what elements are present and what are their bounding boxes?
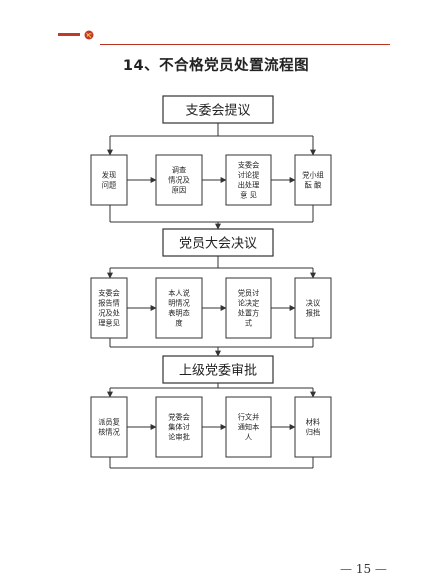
step-label-line: 式 xyxy=(245,319,252,328)
step-label-line: 支委会 xyxy=(238,161,260,170)
stage-header-label: 党员大会决议 xyxy=(179,237,257,252)
step-box xyxy=(294,396,332,458)
step-label-line: 论决定 xyxy=(238,299,260,308)
step-box xyxy=(155,396,203,458)
step-label-line: 人 xyxy=(245,433,252,442)
page-number: — 15 — xyxy=(340,562,387,576)
step-label-line: 党委会 xyxy=(168,413,190,422)
step-label-line: 论审批 xyxy=(168,433,190,442)
step-box xyxy=(90,396,128,458)
step-label-line: 情况及 xyxy=(168,176,190,185)
step-label-line: 核情况 xyxy=(98,428,120,437)
step-label-line: 况及处 xyxy=(98,309,120,318)
stage-header-box xyxy=(162,228,274,257)
step-label-line: 行文并 xyxy=(238,413,260,422)
step-label-line: 明情况 xyxy=(168,299,190,308)
step-box xyxy=(294,154,332,206)
step-label-line: 度 xyxy=(175,319,182,328)
step-label-line: 原因 xyxy=(172,186,186,195)
step-label-line: 酝 酿 xyxy=(305,181,322,190)
stage-header-box xyxy=(162,355,274,384)
step-label-line: 本人说 xyxy=(168,289,190,298)
step-label-line: 派员复 xyxy=(98,418,120,427)
step-box xyxy=(225,396,272,458)
step-label-line: 讨论提 xyxy=(238,171,260,180)
step-box xyxy=(90,154,128,206)
step-label-line: 表明态 xyxy=(168,309,190,318)
step-label-line: 支委会 xyxy=(98,289,120,298)
party-emblem-logo xyxy=(58,30,94,40)
step-label-line: 出处理 xyxy=(238,181,260,190)
step-label-line: 调查 xyxy=(172,166,186,175)
step-label-line: 问题 xyxy=(102,181,116,190)
step-label-line: 报批 xyxy=(306,309,320,318)
step-label-line: 发现 xyxy=(102,171,116,180)
step-label-line: 决议 xyxy=(306,299,320,308)
step-label-line: 意 见 xyxy=(240,191,257,200)
step-box xyxy=(155,277,203,339)
step-label-line: 报告情 xyxy=(98,299,120,308)
step-box xyxy=(225,154,272,206)
step-label-line: 党员讨 xyxy=(238,289,260,298)
header-rule xyxy=(100,44,390,45)
page-title: 14、不合格党员处置流程图 xyxy=(122,58,310,74)
step-label-line: 归档 xyxy=(306,428,320,437)
step-label-line: 处置方 xyxy=(238,309,260,318)
step-box xyxy=(225,277,272,339)
step-label-line: 集体讨 xyxy=(168,423,190,432)
step-label-line: 理意见 xyxy=(98,319,120,328)
stage-header-label: 支委会提议 xyxy=(185,103,250,119)
step-box xyxy=(294,277,332,339)
step-label-line: 材料 xyxy=(306,418,320,427)
step-label-line: 通知本 xyxy=(238,423,260,432)
step-label-line: 党小组 xyxy=(302,171,324,180)
stage-header-label: 上级党委审批 xyxy=(179,364,257,379)
